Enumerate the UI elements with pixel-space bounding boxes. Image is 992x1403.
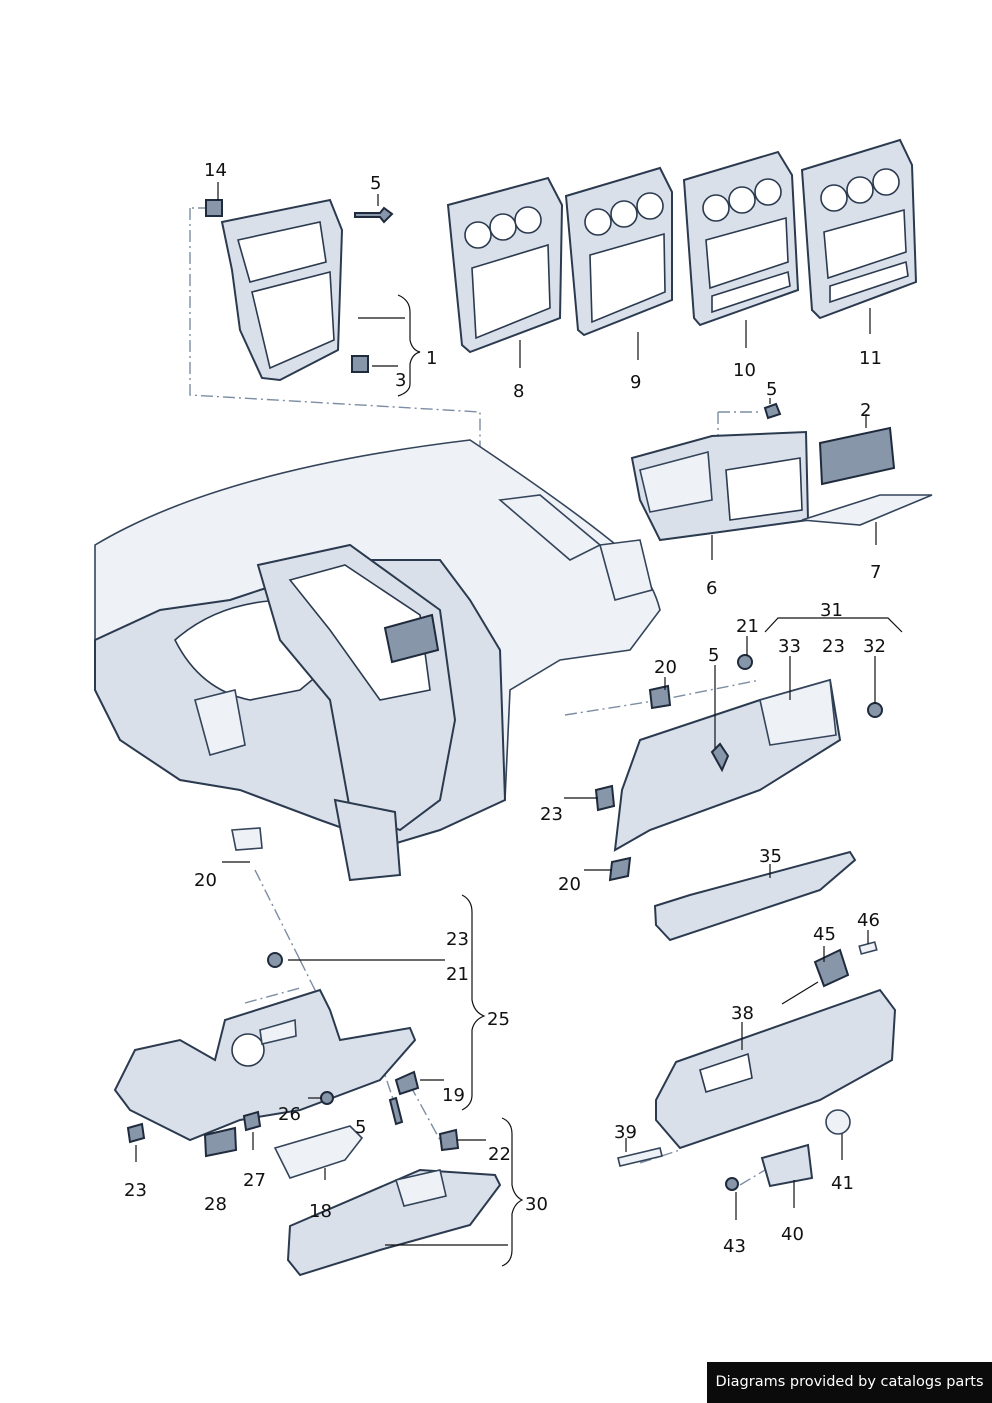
label-23-right-top: 23 <box>822 636 845 657</box>
label-20-right-top: 20 <box>654 657 677 678</box>
label-21-right: 21 <box>736 616 759 637</box>
label-5-upper-right: 5 <box>766 379 777 400</box>
label-30: 30 <box>525 1194 548 1215</box>
label-5-mid-right: 5 <box>708 645 719 666</box>
leader-lines <box>135 182 903 1267</box>
label-27: 27 <box>243 1170 266 1191</box>
label-3: 3 <box>395 370 406 391</box>
label-10: 10 <box>733 360 756 381</box>
label-7: 7 <box>870 562 881 583</box>
label-45: 45 <box>813 924 836 945</box>
label-1: 1 <box>426 348 437 369</box>
label-6: 6 <box>706 578 717 599</box>
label-22: 22 <box>488 1144 511 1165</box>
label-20-left: 20 <box>194 870 217 891</box>
label-23-right-mid: 23 <box>540 804 563 825</box>
label-40: 40 <box>781 1224 804 1245</box>
label-11: 11 <box>859 348 882 369</box>
switch-part-45 <box>781 941 878 1005</box>
label-26: 26 <box>278 1104 301 1125</box>
label-20-right-bottom: 20 <box>558 874 581 895</box>
glovebox-bin-part-30 <box>286 1168 502 1277</box>
label-5-lower-left: 5 <box>355 1117 366 1138</box>
label-23-left-top: 23 <box>446 929 469 950</box>
cover-part-18 <box>273 1125 364 1179</box>
trim-panel-8 <box>446 176 564 354</box>
label-5-top: 5 <box>370 173 381 194</box>
label-9: 9 <box>630 372 641 393</box>
label-43: 43 <box>723 1236 746 1257</box>
storage-compartment-part <box>630 402 933 542</box>
label-8: 8 <box>513 381 524 402</box>
glovebox-lid-part-38 <box>655 988 897 1150</box>
label-18: 18 <box>309 1201 332 1222</box>
trim-panel-10 <box>682 150 800 327</box>
label-2: 2 <box>860 400 871 421</box>
label-41: 41 <box>831 1173 854 1194</box>
label-32: 32 <box>863 636 886 657</box>
label-31: 31 <box>820 600 843 621</box>
label-28: 28 <box>204 1194 227 1215</box>
glovebox-assembly-31 <box>594 654 883 882</box>
label-19: 19 <box>442 1085 465 1106</box>
label-25: 25 <box>487 1009 510 1030</box>
glovebox-housing-25 <box>113 952 460 1158</box>
label-38: 38 <box>731 1003 754 1024</box>
label-23-left-bottom: 23 <box>124 1180 147 1201</box>
trim-panel-11 <box>800 138 918 320</box>
label-35: 35 <box>759 846 782 867</box>
callout-labels: 14 5 1 3 8 9 10 11 5 2 6 7 31 21 33 23 3… <box>124 160 886 1257</box>
small-parts-lower-right <box>617 1109 851 1191</box>
label-33: 33 <box>778 636 801 657</box>
credit-banner: Diagrams provided by catalogs parts <box>707 1362 992 1403</box>
label-39: 39 <box>614 1122 637 1143</box>
trim-panel-9 <box>564 166 673 337</box>
label-46: 46 <box>857 910 880 931</box>
dashboard-part <box>94 439 661 882</box>
label-14: 14 <box>204 160 227 181</box>
tray-part-35 <box>653 850 857 942</box>
label-21-left: 21 <box>446 964 469 985</box>
radio-frame-part <box>205 198 394 382</box>
